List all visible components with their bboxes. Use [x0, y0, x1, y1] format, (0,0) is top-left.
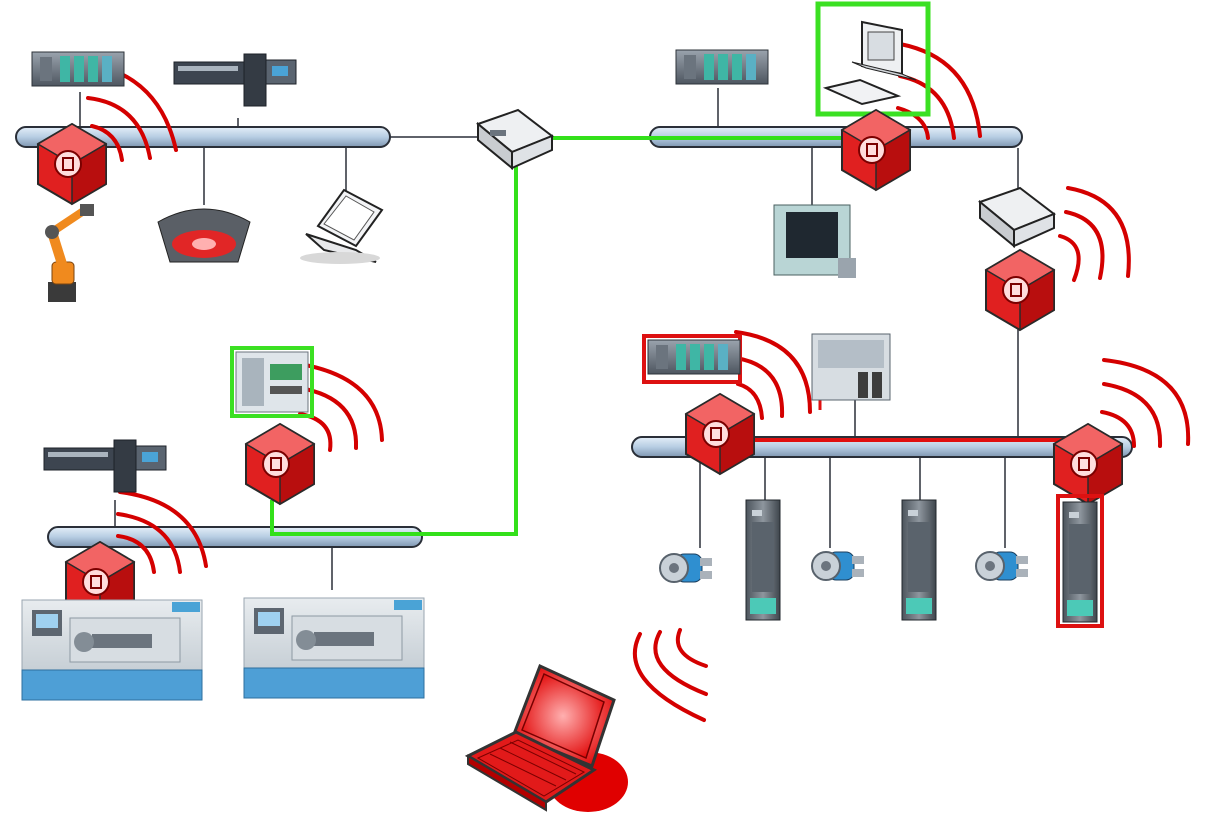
encoder-icon	[659, 553, 713, 583]
drive-module-icon	[901, 499, 937, 621]
lathe-icon	[243, 597, 425, 699]
trusted-path-green	[270, 136, 872, 536]
network-switch-icon	[475, 108, 555, 171]
wireless-access-point-icon	[685, 393, 755, 475]
wireless-access-point-icon	[245, 423, 315, 505]
io-module	[43, 439, 167, 493]
laptop-icon	[300, 188, 384, 264]
robot-arm-icon	[45, 204, 94, 302]
plc-rack	[647, 339, 741, 375]
wireless-access-point-icon	[985, 249, 1055, 331]
encoder-icon	[811, 551, 865, 581]
drive-module-icon	[745, 499, 781, 621]
io-module	[173, 53, 297, 107]
encoder-icon	[975, 551, 1029, 581]
scanner-icon	[157, 208, 251, 263]
plc-rack	[675, 49, 769, 85]
plc-rack	[31, 51, 125, 87]
connection-lines	[79, 88, 1019, 590]
highlight-box-red	[1056, 494, 1104, 628]
control-cabinet-icon	[235, 351, 309, 413]
highlight-box-green	[230, 346, 314, 418]
switch-icon	[977, 186, 1057, 249]
wireless-access-point-icon	[841, 109, 911, 191]
wifi-arcs	[86, 42, 1191, 722]
drive-module-icon	[1062, 501, 1098, 623]
io-module	[811, 333, 891, 401]
hmi-panel-icon	[773, 204, 856, 278]
lathe-icon	[21, 599, 203, 701]
pc-workstation-icon	[822, 20, 917, 106]
attacker-laptop-icon	[464, 663, 628, 812]
